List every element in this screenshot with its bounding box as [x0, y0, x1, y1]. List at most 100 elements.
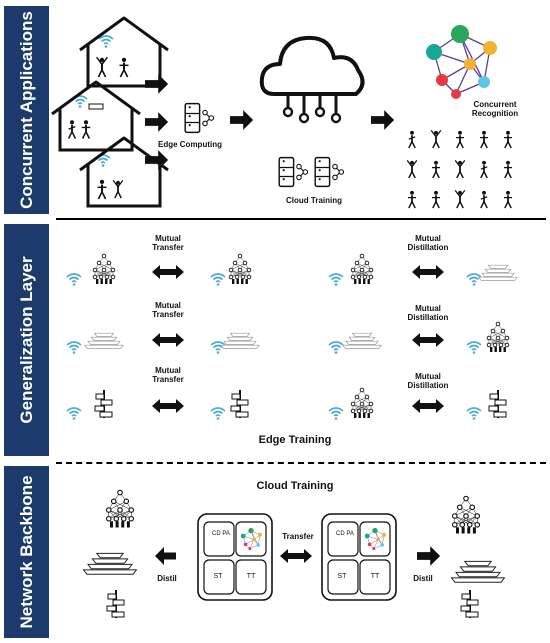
activity-person-icon-0-0: [408, 130, 416, 149]
edge-training-label: Edge Training: [258, 434, 332, 446]
double-arrow-icon-right-1: [412, 333, 444, 347]
gen-model-left-2a: [94, 390, 113, 418]
section-label-applications: Concurrent Applications: [16, 11, 36, 209]
double-arrow-icon-left-1: [152, 333, 184, 347]
card-right-tt: TT: [370, 573, 380, 580]
edge-computing-label: Edge Computing: [158, 140, 222, 149]
gen-model-left-0b: [228, 253, 252, 284]
section-label-backbone: Network Backbone: [16, 475, 36, 629]
bed-icon: [88, 103, 104, 110]
activity-person-icon-2-3: [480, 190, 488, 209]
distil-label-left: Distil: [157, 574, 177, 583]
cloud-icon: [259, 35, 365, 124]
distil-label-right: Distil: [413, 574, 433, 583]
card-right-st: ST: [337, 573, 347, 580]
section-sidebar-backbone: Network Backbone: [4, 466, 49, 638]
left-arrow-icon-distil: [155, 547, 176, 565]
activity-person-icon-1-1: [431, 160, 441, 179]
person-icon-h3a: [97, 179, 107, 200]
mutual-distillation-label-2: Mutual Distillation: [407, 304, 449, 323]
right-arrow-icon-3: [145, 150, 169, 170]
double-arrow-icon-left-2: [152, 399, 184, 413]
backbone-nn-right: [451, 495, 481, 534]
house-icon-1: [79, 16, 169, 88]
activity-person-icon-0-3: [479, 130, 489, 149]
backbone-blocks-left: [106, 590, 125, 618]
transfer-label: Transfer: [282, 532, 314, 541]
right-arrow-icon-distil: [417, 546, 441, 566]
activity-person-icon-1-4: [503, 160, 513, 179]
mutual-distillation-label-3: Mutual Distillation: [407, 372, 449, 391]
section-label-generalization: Generalization Layer: [16, 256, 36, 424]
section-divider-dashed: [56, 462, 546, 464]
wifi-icon-house-1: [98, 35, 114, 48]
gen-model-right-1b: [486, 321, 510, 352]
section-divider-solid: [56, 218, 546, 220]
wifi-icon-gen-r2b: [466, 407, 482, 420]
gen-model-right-0b: [478, 264, 518, 281]
right-arrow-icon-1: [145, 74, 169, 94]
activity-person-icon-1-2: [454, 160, 466, 179]
wifi-icon-gen-l0b: [210, 273, 226, 286]
backbone-blocks-right: [460, 590, 479, 618]
double-arrow-icon-transfer: [280, 549, 312, 563]
backbone-stack-right: [450, 560, 506, 583]
person-icon-h3b: [112, 180, 124, 199]
house-icon-2: [51, 80, 141, 152]
double-arrow-icon-right-0: [412, 265, 444, 279]
gen-model-right-2b: [488, 390, 507, 418]
server-icon-edge: [184, 102, 215, 134]
activity-person-icon-1-0: [406, 160, 418, 179]
person-icon-h1b: [119, 57, 129, 78]
concurrent-recognition-label: Concurrent Recognition: [471, 100, 519, 119]
card-left-tt: TT: [246, 573, 256, 580]
mutual-transfer-label-1: Mutual Transfer: [152, 234, 184, 253]
cloud-training-label: Cloud Training: [286, 196, 342, 205]
activity-person-icon-2-0: [407, 190, 417, 209]
backbone-cloud-training-label: Cloud Training: [256, 480, 334, 492]
activity-graph-icon: [426, 25, 497, 99]
person-icon-h2b: [81, 120, 91, 139]
wifi-icon-gen-l2b: [210, 407, 226, 420]
double-arrow-icon-left-0: [152, 265, 184, 279]
house-icon-3: [79, 136, 169, 208]
activity-person-icon-0-2: [455, 130, 465, 149]
wifi-icon-gen-r0b: [466, 273, 482, 286]
server-icon-cloud-2: [314, 156, 345, 188]
gen-model-right-0a: [350, 253, 374, 284]
mutual-distillation-label-1: Mutual Distillation: [407, 234, 449, 253]
card-left-cdpa: CD PA: [212, 531, 230, 537]
person-icon-h1a: [96, 56, 108, 78]
wifi-icon-gen-r1b: [466, 341, 482, 354]
wifi-icon-gen-l2a: [66, 407, 82, 420]
backbone-stack-left: [82, 552, 138, 575]
activity-person-icon-0-1: [430, 130, 442, 149]
gen-model-left-1b: [220, 332, 260, 349]
wifi-icon-gen-r0a: [328, 273, 344, 286]
wifi-icon-gen-r1a: [328, 341, 344, 354]
right-arrow-icon-5: [371, 110, 395, 130]
backbone-card-left: [197, 513, 273, 601]
card-right-graph-icon: [364, 527, 387, 551]
wifi-icon-gen-l1a: [66, 341, 82, 354]
right-arrow-icon-2: [145, 112, 169, 132]
wifi-icon-gen-r2a: [328, 407, 344, 420]
section-sidebar-applications: Concurrent Applications: [4, 6, 49, 214]
card-left-graph-icon: [240, 527, 263, 551]
activity-person-icon-2-1: [431, 190, 441, 209]
activity-person-icon-1-3: [480, 160, 488, 179]
backbone-card-right: [321, 513, 397, 601]
person-icon-h2a: [67, 120, 77, 139]
gen-model-right-2a: [350, 387, 374, 418]
wifi-icon-gen-l1b: [210, 341, 226, 354]
card-right-cdpa: CD PA: [336, 531, 354, 537]
double-arrow-icon-right-2: [412, 399, 444, 413]
right-arrow-icon-4: [230, 110, 254, 130]
mutual-transfer-label-2: Mutual Transfer: [152, 301, 184, 320]
activity-person-icon-2-2: [454, 190, 466, 209]
server-icon-cloud-1: [278, 156, 309, 188]
wifi-icon-gen-l0a: [66, 273, 82, 286]
backbone-nn-left: [105, 489, 135, 528]
